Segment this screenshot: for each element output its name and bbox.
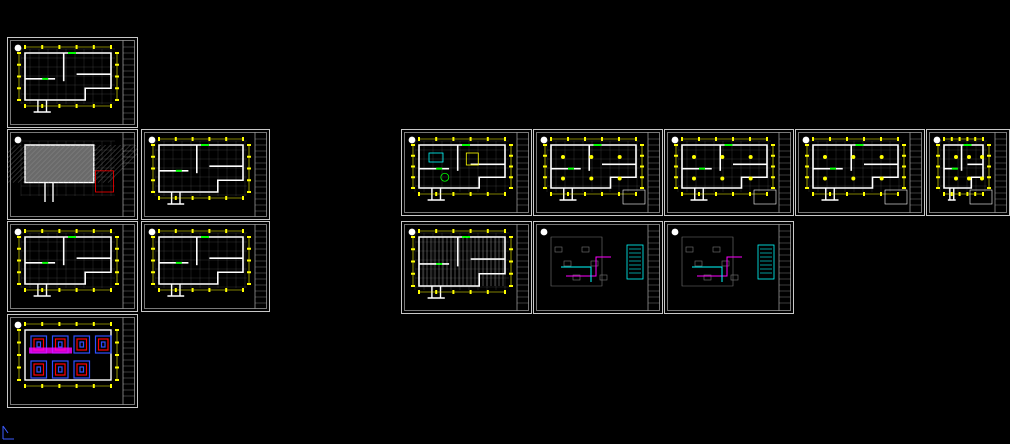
sheet-demolition-plan-drawing [7, 129, 138, 220]
sheet-lighting-plan-drawing [664, 129, 794, 216]
sheet-floor-heating-plan-drawing [7, 314, 138, 408]
sheet-switch-plan[interactable] [926, 129, 1010, 216]
ucs-icon [2, 424, 16, 440]
sheet-demolition-plan[interactable] [7, 129, 138, 220]
sheet-furniture-plan[interactable] [401, 129, 532, 216]
sheet-floor-tile-plan-drawing [401, 221, 532, 314]
sheet-new-wall-plan-drawing [141, 129, 270, 220]
sheet-socket-plan[interactable] [795, 129, 925, 216]
sheet-water-plan-drawing [533, 221, 663, 314]
sheet-switch-plan-drawing [926, 129, 1010, 216]
sheet-new-wall-plan[interactable] [141, 129, 270, 220]
sheet-water-plan[interactable] [533, 221, 663, 314]
sheet-floor-heating-plan[interactable] [7, 314, 138, 408]
sheet-electrical-plan[interactable] [664, 221, 794, 314]
sheet-original-plan-drawing [7, 37, 138, 128]
sheet-electrical-plan-drawing [664, 221, 794, 314]
sheet-ceiling-plan-drawing [533, 129, 663, 216]
sheet-furniture-plan-drawing [401, 129, 532, 216]
sheet-lighting-plan[interactable] [664, 129, 794, 216]
sheet-floor-tile-plan[interactable] [401, 221, 532, 314]
sheet-ceiling-plan[interactable] [533, 129, 663, 216]
sheet-socket-plan-drawing [795, 129, 925, 216]
sheet-layout-plan-drawing [7, 221, 138, 312]
sheet-floor-plan[interactable] [141, 221, 270, 312]
sheet-floor-plan-drawing [141, 221, 270, 312]
sheet-original-plan[interactable] [7, 37, 138, 128]
sheet-layout-plan[interactable] [7, 221, 138, 312]
